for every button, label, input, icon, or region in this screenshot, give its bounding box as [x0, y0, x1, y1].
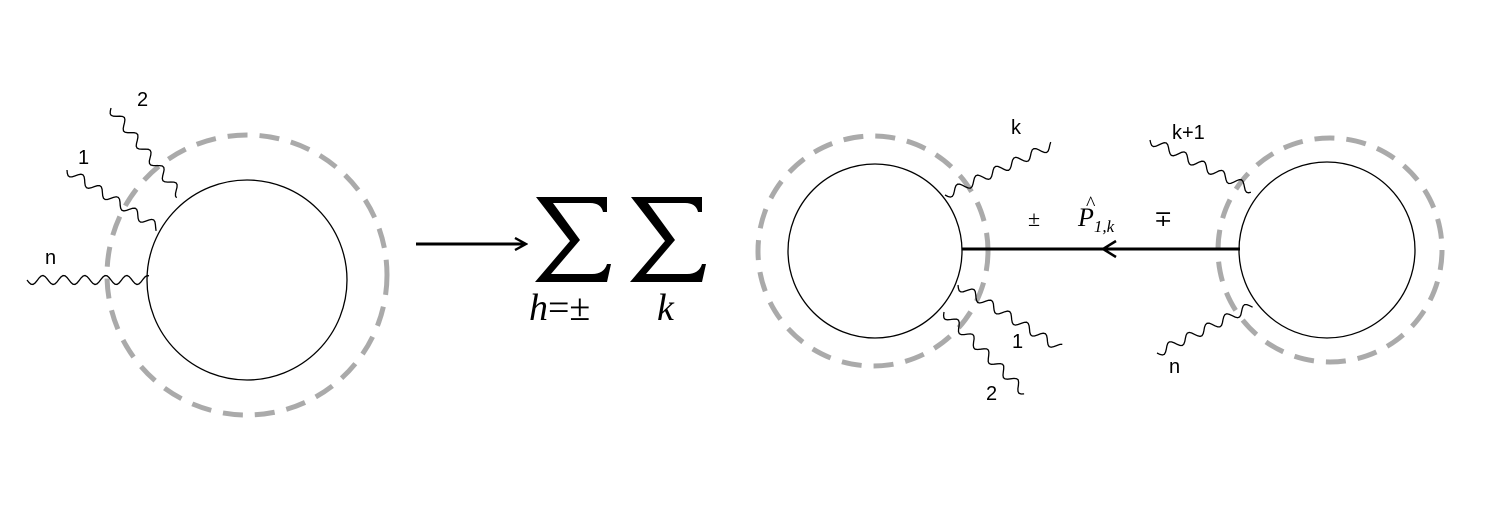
left-blob-leg-n: [26, 274, 150, 286]
right-leg-label-1: 1: [1012, 331, 1023, 353]
right-left-blob-dashed-ring: [755, 133, 991, 369]
left-blob-group: 2 1 n: [26, 89, 390, 418]
sum-symbol-helicity: [535, 197, 611, 282]
left-leg-label-1: 1: [78, 147, 89, 169]
sum-k-subscript: k: [657, 287, 675, 329]
right-leg-label-k: k: [1011, 117, 1022, 139]
right-leg-n: [1156, 303, 1253, 356]
propagator-momentum-hat: ^: [1086, 193, 1096, 215]
right-left-blob-circle: [787, 163, 963, 339]
left-blob-dashed-ring: [104, 132, 390, 418]
propagator-right-sign: ∓: [1154, 206, 1172, 231]
operator-group: h=± k: [416, 197, 706, 329]
propagator-left-sign: ±: [1028, 206, 1040, 231]
right-right-blob-dashed-ring: [1215, 135, 1445, 365]
right-leg-k-plus-1: [1149, 139, 1252, 194]
right-leg-k: [944, 141, 1052, 198]
left-blob-circle: [146, 179, 348, 381]
right-leg-2: [942, 311, 1025, 395]
right-diagram-group: k 1 2 k+1 n ± P1,k ^ ∓: [755, 117, 1445, 405]
right-leg-label-2: 2: [986, 383, 997, 405]
left-leg-label-2: 2: [137, 89, 148, 111]
right-leg-label-n: n: [1169, 356, 1180, 378]
right-leg-label-k-plus-1: k+1: [1172, 122, 1205, 144]
right-leg-1: [957, 284, 1063, 348]
propagator-momentum: P1,k: [1077, 203, 1115, 236]
left-blob-leg-2: [109, 107, 178, 199]
left-leg-label-n: n: [45, 247, 56, 269]
sum-helicity-subscript: h=±: [529, 287, 590, 329]
propagator-arrow: [1100, 239, 1117, 259]
left-blob-leg-1: [66, 169, 157, 231]
right-right-blob-circle: [1238, 161, 1416, 339]
sum-symbol-k: [630, 197, 706, 282]
